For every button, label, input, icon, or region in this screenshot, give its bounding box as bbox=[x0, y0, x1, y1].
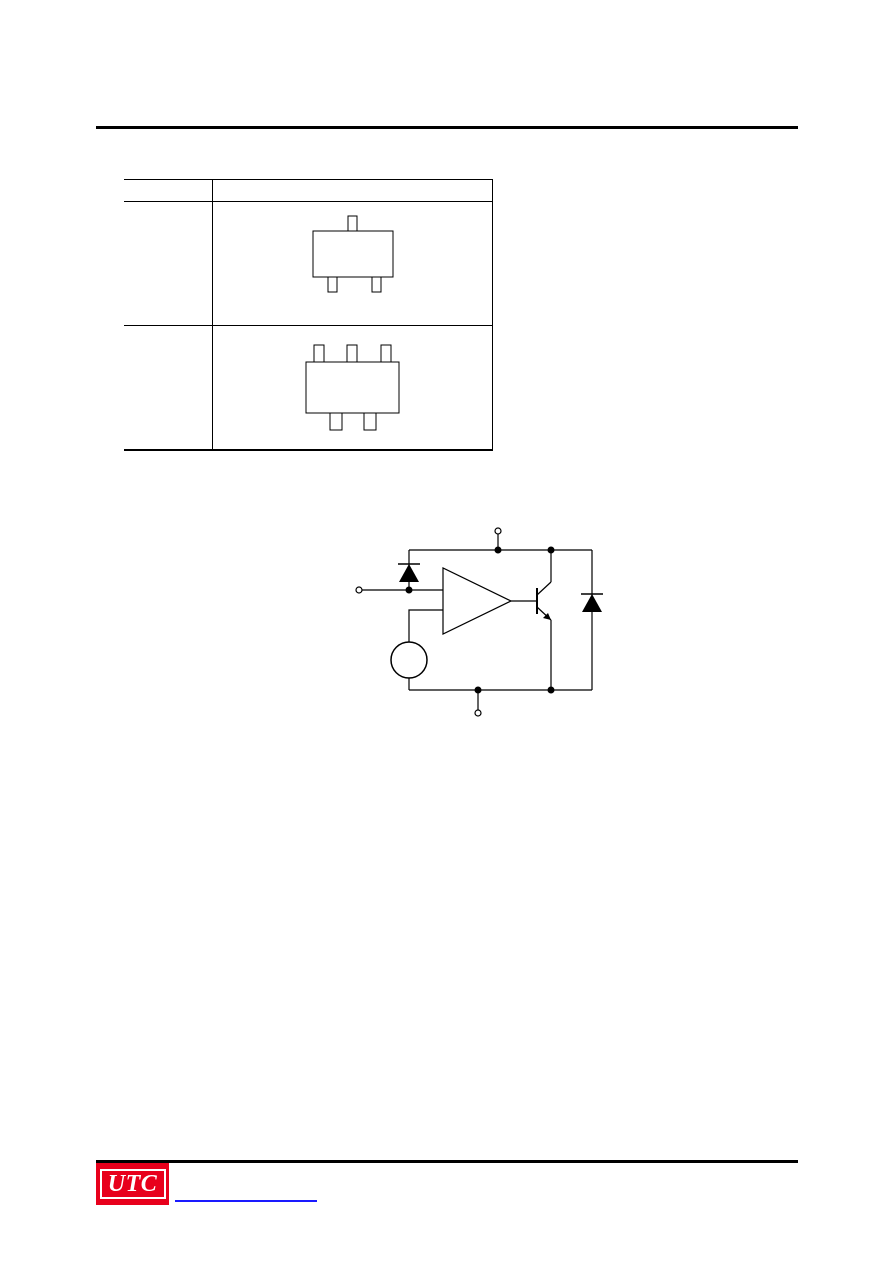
npn-transistor-icon bbox=[543, 613, 551, 620]
reference-wire bbox=[408, 609, 443, 643]
gnd-terminal bbox=[474, 709, 482, 717]
junction-dot bbox=[547, 546, 555, 554]
vdd-terminal bbox=[494, 527, 502, 535]
comparator-icon bbox=[442, 567, 513, 635]
voltage-reference-icon bbox=[390, 641, 428, 679]
diode-icon bbox=[398, 563, 420, 582]
junction-dot bbox=[405, 586, 413, 594]
table-column-divider bbox=[212, 180, 213, 449]
table-header-divider bbox=[124, 201, 492, 202]
input-terminal bbox=[355, 586, 363, 594]
table-row-divider bbox=[124, 325, 492, 326]
utc-logo-text: UTC bbox=[99, 1169, 166, 1199]
junction-dot bbox=[494, 546, 502, 554]
diode-icon bbox=[581, 593, 603, 612]
three-pin-sot-package-icon bbox=[312, 215, 394, 293]
junction-dot bbox=[547, 686, 555, 694]
footer-website-link[interactable] bbox=[175, 1190, 317, 1202]
five-pin-sot-package-icon bbox=[305, 344, 400, 431]
utc-logo: UTC bbox=[96, 1163, 169, 1205]
block-diagram bbox=[355, 527, 603, 717]
package-table bbox=[124, 179, 493, 451]
footer-rule bbox=[96, 1160, 798, 1163]
junction-dot bbox=[474, 686, 482, 694]
header-rule bbox=[96, 126, 798, 129]
